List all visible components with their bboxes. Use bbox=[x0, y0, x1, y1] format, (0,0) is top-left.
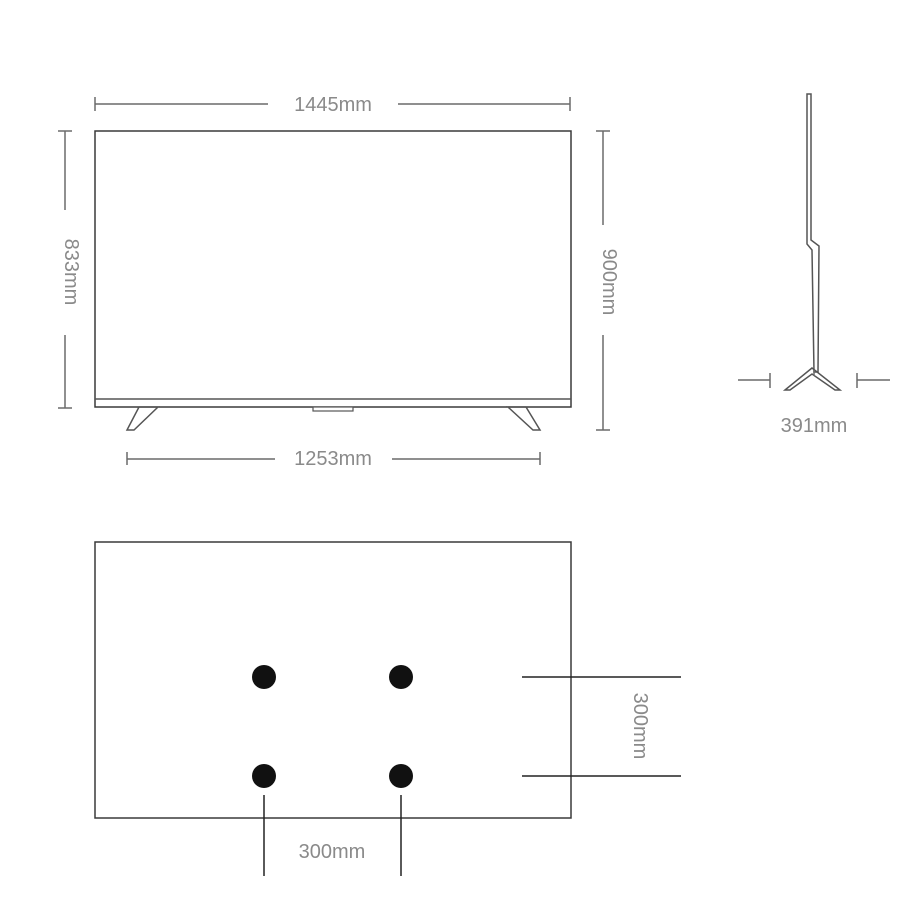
vesa-hole-bottom-right bbox=[389, 764, 413, 788]
width-label: 1445mm bbox=[294, 94, 372, 116]
vesa-horizontal-dimension: 300mm bbox=[263, 795, 402, 876]
depth-label: 391mm bbox=[781, 415, 848, 437]
front-view: 1445mm 833mm 900mm bbox=[58, 94, 620, 470]
tv-center-bar bbox=[312, 406, 354, 412]
height-without-stand-dimension: 833mm bbox=[58, 130, 82, 409]
height-with-stand-label: 900mm bbox=[598, 249, 620, 316]
tv-side-profile bbox=[806, 93, 820, 373]
vesa-horizontal-label: 300mm bbox=[299, 841, 366, 863]
vesa-vertical-label: 300mm bbox=[629, 693, 651, 760]
vesa-hole-top-right bbox=[389, 665, 413, 689]
tv-screen bbox=[94, 130, 572, 408]
stand-span-label: 1253mm bbox=[294, 448, 372, 470]
height-without-stand-label: 833mm bbox=[60, 239, 82, 306]
side-view: 391mm bbox=[738, 93, 890, 437]
tv-side-stand bbox=[782, 367, 843, 391]
height-with-stand-dimension: 900mm bbox=[596, 130, 620, 431]
stand-span-dimension: 1253mm bbox=[126, 448, 541, 470]
tv-foot-right bbox=[506, 406, 542, 431]
tv-foot-left bbox=[125, 406, 160, 431]
back-view: 300mm 300mm bbox=[94, 541, 681, 876]
width-dimension: 1445mm bbox=[94, 94, 571, 116]
vesa-vertical-dimension: 300mm bbox=[522, 676, 681, 777]
depth-dimension: 391mm bbox=[738, 373, 890, 437]
vesa-hole-bottom-left bbox=[252, 764, 276, 788]
vesa-hole-top-left bbox=[252, 665, 276, 689]
tv-back-panel bbox=[94, 541, 572, 819]
